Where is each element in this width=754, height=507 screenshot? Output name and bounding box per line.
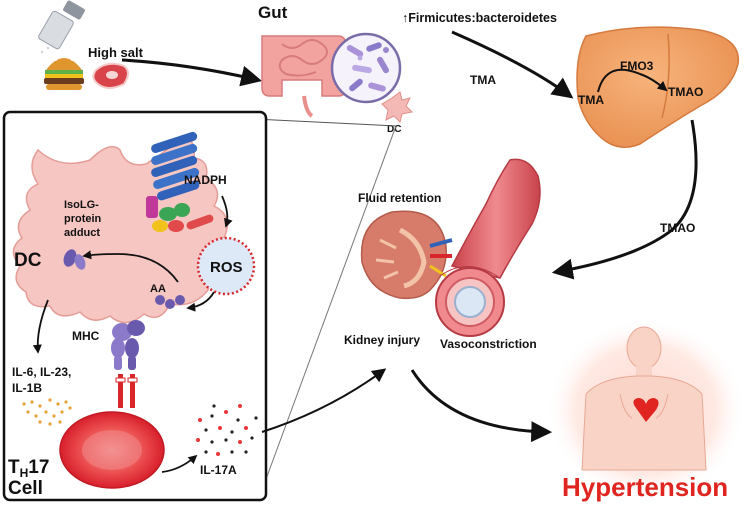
- bacteria-zoom-icon: [330, 32, 402, 104]
- th17-cell-label: Cell: [8, 478, 43, 499]
- ros-label: ROS: [210, 259, 243, 276]
- tma-liver-label: TMA: [578, 93, 604, 107]
- cytokines-label-1: IL-6, IL-23,: [12, 365, 71, 379]
- arrow-salt-to-gut: [121, 58, 263, 87]
- zoom-line-bottom: [261, 125, 397, 491]
- dc-big-label: DC: [14, 250, 42, 271]
- firmicutes-label: ↑Firmicutes:bacteroidetes: [402, 11, 557, 25]
- cytokine-dots: [22, 398, 72, 426]
- human-figure-icon: [581, 326, 707, 471]
- isolg-label-2: protein: [64, 213, 102, 225]
- liver-icon: [576, 26, 740, 148]
- dendritic-cell-body: [12, 135, 239, 324]
- ros-circle: [196, 236, 256, 296]
- arrow-dc-to-cytokines: [32, 299, 49, 354]
- kidney-icon: [360, 210, 453, 300]
- arrow-liver-to-vessel: [551, 119, 698, 280]
- tcr-icon: [115, 374, 138, 408]
- gut-icon: [261, 35, 347, 118]
- burger-icon: [44, 55, 84, 90]
- adduct-icon: [63, 249, 86, 270]
- tmao-arrow-label: TMAO: [660, 221, 695, 235]
- blood-vessel-icon: [435, 158, 541, 337]
- arrow-nadph-to-ros: [221, 195, 233, 228]
- mhc-icon: [111, 320, 145, 370]
- arrow-gut-to-liver: [451, 30, 574, 99]
- kidney-injury-label: Kidney injury: [344, 333, 420, 347]
- salt-shaker-icon: [38, 0, 85, 54]
- hypertension-label: Hypertension: [562, 472, 728, 502]
- il17a-label: IL-17A: [200, 463, 237, 477]
- isolg-label-1: IsoLG-: [64, 199, 99, 211]
- cytokines-label-2: IL-1B: [12, 381, 42, 395]
- aa-label: AA: [150, 283, 166, 295]
- heart-icon: [633, 398, 659, 422]
- mhc-label: MHC: [72, 329, 100, 343]
- vasoconstriction-label: Vasoconstriction: [440, 337, 537, 351]
- nadph-oxidase-complex: [146, 131, 214, 232]
- arrow-il17a-to-organs: [261, 368, 387, 433]
- arrow-ros-to-aa: [186, 291, 215, 312]
- small-dc-icon: [381, 91, 414, 123]
- steak-icon: [92, 62, 129, 89]
- tma-arrow-label: TMA: [470, 73, 496, 87]
- th17-nucleus: [82, 430, 142, 470]
- gut-label: Gut: [258, 3, 288, 22]
- tmao-liver-label: TMAO: [668, 85, 703, 99]
- il17a-dots: [196, 404, 258, 456]
- th17-label: TH17: [8, 457, 49, 480]
- fluid-retention-label: Fluid retention: [358, 191, 441, 205]
- arrow-aa-to-adduct: [82, 250, 179, 283]
- isolg-label-3: adduct: [64, 227, 100, 239]
- arrow-organs-to-hypertension: [410, 369, 553, 443]
- high-salt-label: High salt: [88, 45, 144, 60]
- arrow-th17-to-il17a: [161, 454, 198, 473]
- arrow-tma-to-tmao: [597, 68, 668, 93]
- nadph-label: NADPH: [184, 173, 227, 187]
- aa-molecule-icon: [155, 295, 185, 309]
